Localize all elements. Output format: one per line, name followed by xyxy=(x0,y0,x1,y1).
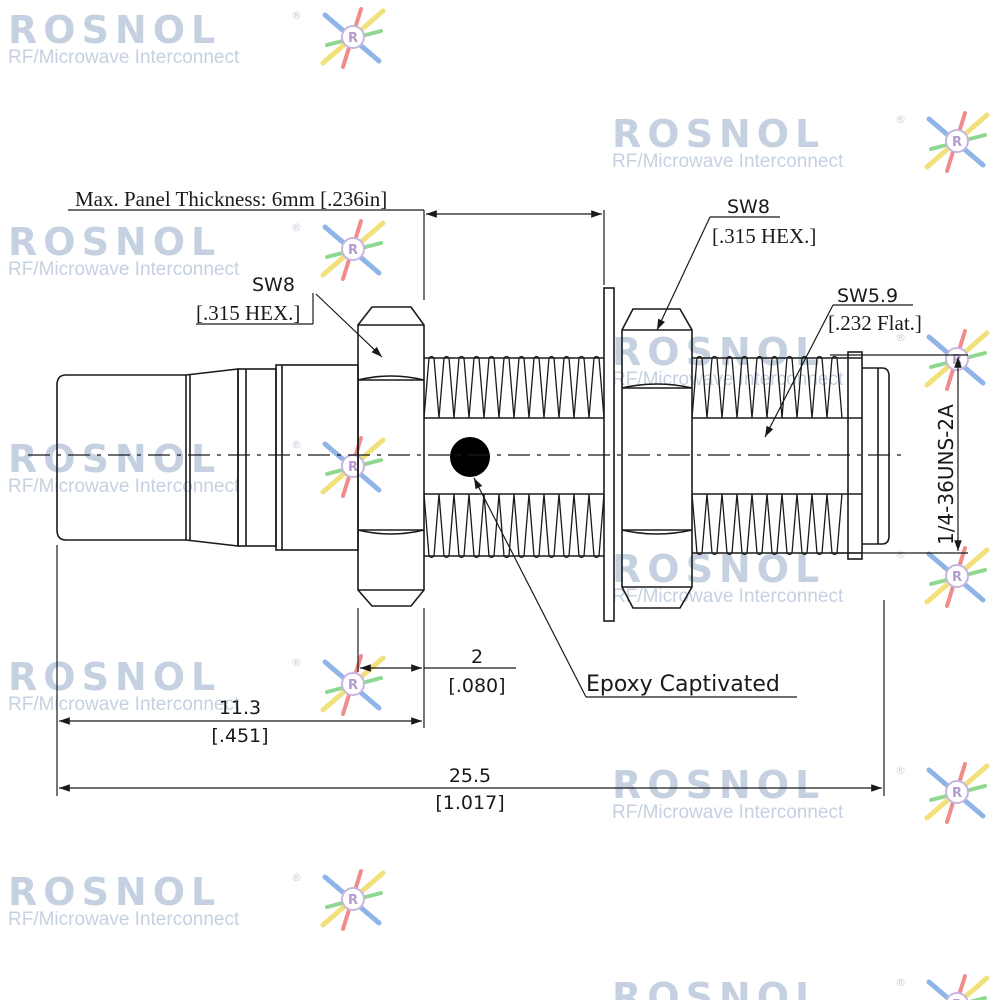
epoxy-hole xyxy=(450,437,490,477)
thread-ridge xyxy=(691,493,843,556)
watermark-brand: ROSNOL xyxy=(612,112,825,156)
flat-size: SW5.9 xyxy=(837,285,898,307)
watermark: ROSNOL ® RF/Microwave Interconnect R xyxy=(612,762,990,824)
watermark-logo-letter: R xyxy=(952,786,962,801)
watermark-logo: R xyxy=(924,762,990,824)
watermark-brand: ROSNOL xyxy=(8,8,221,52)
watermark-brand: ROSNOL xyxy=(612,763,825,807)
watermark-registered: ® xyxy=(895,764,906,777)
watermark-logo: R xyxy=(924,111,990,173)
epoxy-label: Epoxy Captivated xyxy=(586,672,780,697)
watermark-logo: R xyxy=(926,974,990,1005)
watermark-tagline: RF/Microwave Interconnect xyxy=(8,259,240,280)
dimension-lines xyxy=(56,209,968,796)
watermark-logo: R xyxy=(924,329,990,391)
watermark-layer: ROSNOL®RF/Microwave InterconnectRROSNOL®… xyxy=(8,7,990,1005)
watermark-brand: ROSNOL xyxy=(612,975,825,1000)
watermark-registered: ® xyxy=(291,656,302,669)
thread-ridge xyxy=(691,355,843,419)
thread-ridges xyxy=(423,355,843,559)
dim-25-in: [1.017] xyxy=(435,792,504,814)
watermark-logo-letter: R xyxy=(952,570,962,585)
watermark-registered: ® xyxy=(895,113,906,126)
watermark: ROSNOL ® RF/Microwave Interconnect R xyxy=(8,869,386,931)
watermark: ROSNOL ® RF/Microwave Interconnect R xyxy=(612,111,990,173)
watermark-logo: R xyxy=(320,7,386,69)
right-hex-size: SW8 xyxy=(727,196,770,218)
watermark-logo: R xyxy=(320,869,386,931)
connector-body xyxy=(56,287,890,622)
watermark-registered: ® xyxy=(895,976,906,989)
watermark: ROSNOL ® RF/Microwave Interconnect R xyxy=(8,7,386,69)
watermark-tagline: RF/Microwave Interconnect xyxy=(8,909,240,930)
dim-25-mm: 25.5 xyxy=(449,765,491,787)
watermark-logo-letter: R xyxy=(348,243,358,258)
thread-ridge xyxy=(423,493,605,559)
left-hex-nut xyxy=(357,306,425,607)
right-hex-inch: [.315 HEX.] xyxy=(712,224,816,248)
watermark-registered: ® xyxy=(291,221,302,234)
left-hex-inch: [.315 HEX.] xyxy=(196,301,300,325)
watermark-registered: ® xyxy=(291,871,302,884)
watermark-logo-letter: R xyxy=(348,893,358,908)
watermark-logo: R xyxy=(320,436,386,498)
watermark: ROSNOL ® RF/Microwave Interconnect R xyxy=(8,436,386,498)
watermark-logo-letter: R xyxy=(348,460,358,475)
panel-thickness-label: Max. Panel Thickness: 6mm [.236in] xyxy=(75,187,387,211)
plug-groove xyxy=(237,368,277,547)
left-hex-size: SW8 xyxy=(252,274,295,296)
watermark-brand: ROSNOL xyxy=(8,870,221,914)
watermark-tagline: RF/Microwave Interconnect xyxy=(8,476,240,497)
watermark-tagline: RF/Microwave Interconnect xyxy=(612,151,844,172)
watermark-logo-letter: R xyxy=(952,135,962,150)
end-cap xyxy=(862,367,890,545)
dim-11-in: [.451] xyxy=(211,725,268,747)
watermark-registered: ® xyxy=(291,438,302,451)
watermark-registered: ® xyxy=(291,9,302,22)
watermark-brand: ROSNOL xyxy=(8,437,221,481)
dim-2-mm: 2 xyxy=(471,646,483,668)
watermark-tagline: RF/Microwave Interconnect xyxy=(8,47,240,68)
watermark-brand: ROSNOL xyxy=(8,655,221,699)
watermark-logo-letter: R xyxy=(348,31,358,46)
watermark-tagline: RF/Microwave Interconnect xyxy=(612,586,844,607)
watermark-logo: R xyxy=(320,654,386,716)
plug-nose xyxy=(56,374,187,541)
watermark-tagline: RF/Microwave Interconnect xyxy=(8,694,240,715)
watermark-logo: R xyxy=(320,219,386,281)
watermark-logo-letter: R xyxy=(348,678,358,693)
dim-11-mm: 11.3 xyxy=(219,697,261,719)
watermark: ROSNOL ® RF/Microwave Interconnect R xyxy=(8,219,386,281)
labels: Max. Panel Thickness: 6mm [.236in] SW8 [… xyxy=(75,187,958,814)
watermark-logo: R xyxy=(924,546,990,608)
thread-spec: 1/4-36UNS-2A xyxy=(934,404,958,545)
flat-inch: [.232 Flat.] xyxy=(828,311,922,335)
watermark-brand: ROSNOL xyxy=(8,220,221,264)
watermark: ROSNOL ® RF/Microwave Interconnect R xyxy=(8,654,386,716)
watermark-tagline: RF/Microwave Interconnect xyxy=(612,802,844,823)
dim-2-in: [.080] xyxy=(448,675,505,697)
watermark-registered: ® xyxy=(895,548,906,561)
watermark-registered: ® xyxy=(895,331,906,344)
thread-ridge xyxy=(423,355,605,419)
watermark-brand: ROSNOL xyxy=(612,330,825,374)
